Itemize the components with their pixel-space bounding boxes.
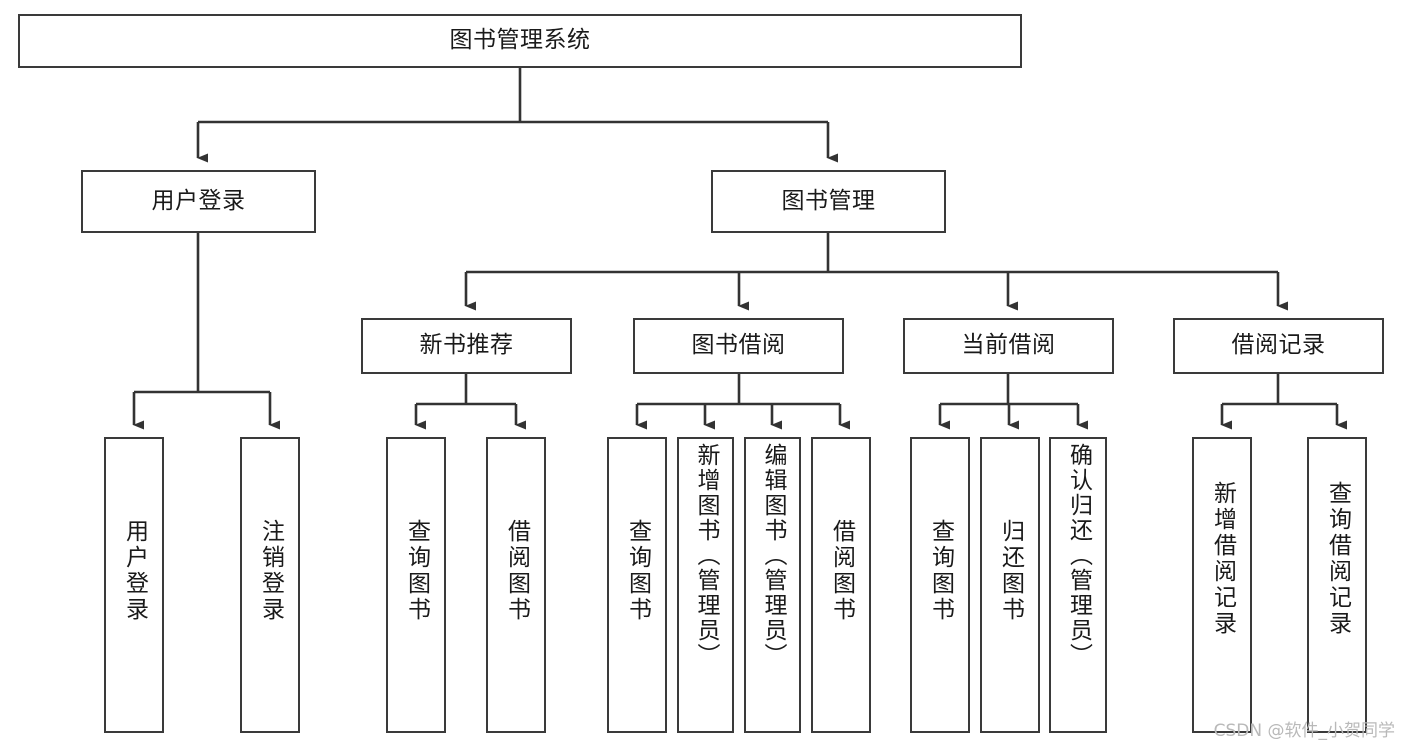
- leaf-confirm-return[interactable]: 确认归还（管理员）: [1049, 437, 1107, 733]
- node-label: 新书推荐: [419, 332, 514, 359]
- leaf-query-book-borrow[interactable]: 查询图书: [607, 437, 667, 733]
- node-label: 借阅记录: [1231, 332, 1326, 359]
- node-book-borrow[interactable]: 图书借阅: [633, 318, 844, 374]
- node-book-management-system[interactable]: 图书管理系统: [18, 14, 1022, 68]
- node-label: 查询图书: [624, 519, 651, 623]
- leaf-query-book-recommend[interactable]: 查询图书: [386, 437, 446, 733]
- leaf-add-book[interactable]: 新增图书（管理员）: [677, 437, 734, 733]
- node-label: 新增图书（管理员）: [693, 443, 719, 668]
- node-label: 查询借阅记录: [1324, 481, 1351, 637]
- leaf-borrow-book-borrow[interactable]: 借阅图书: [811, 437, 871, 733]
- node-label: 当前借阅: [961, 332, 1056, 359]
- node-new-book-recommend[interactable]: 新书推荐: [361, 318, 572, 374]
- node-book-management[interactable]: 图书管理: [711, 170, 946, 233]
- leaf-query-borrow-record[interactable]: 查询借阅记录: [1307, 437, 1367, 733]
- leaf-user-login[interactable]: 用户登录: [104, 437, 164, 733]
- node-label: 借阅图书: [503, 519, 530, 623]
- node-label: 查询图书: [927, 519, 954, 623]
- node-label: 查询图书: [403, 519, 430, 623]
- node-borrow-record[interactable]: 借阅记录: [1173, 318, 1384, 374]
- leaf-borrow-book-recommend[interactable]: 借阅图书: [486, 437, 546, 733]
- node-label: 图书管理系统: [449, 27, 591, 54]
- node-label: 新增借阅记录: [1209, 481, 1236, 637]
- leaf-return-book[interactable]: 归还图书: [980, 437, 1040, 733]
- node-label: 图书管理: [781, 187, 876, 214]
- node-label: 借阅图书: [828, 519, 855, 623]
- leaf-logout-login[interactable]: 注销登录: [240, 437, 300, 733]
- node-label: 归还图书: [997, 519, 1024, 623]
- node-label: 图书借阅: [691, 332, 786, 359]
- node-label: 确认归还（管理员）: [1065, 443, 1092, 668]
- leaf-edit-book[interactable]: 编辑图书（管理员）: [744, 437, 801, 733]
- node-user-login[interactable]: 用户登录: [81, 170, 316, 233]
- node-label: 注销登录: [257, 519, 284, 623]
- leaf-query-book-current[interactable]: 查询图书: [910, 437, 970, 733]
- node-label: 用户登录: [151, 187, 246, 214]
- csdn-watermark: CSDN @软件_小贺同学: [1213, 721, 1395, 741]
- node-current-borrow[interactable]: 当前借阅: [903, 318, 1114, 374]
- node-label: 用户登录: [121, 519, 148, 623]
- node-label: 编辑图书（管理员）: [760, 443, 786, 668]
- leaf-add-borrow-record[interactable]: 新增借阅记录: [1192, 437, 1252, 733]
